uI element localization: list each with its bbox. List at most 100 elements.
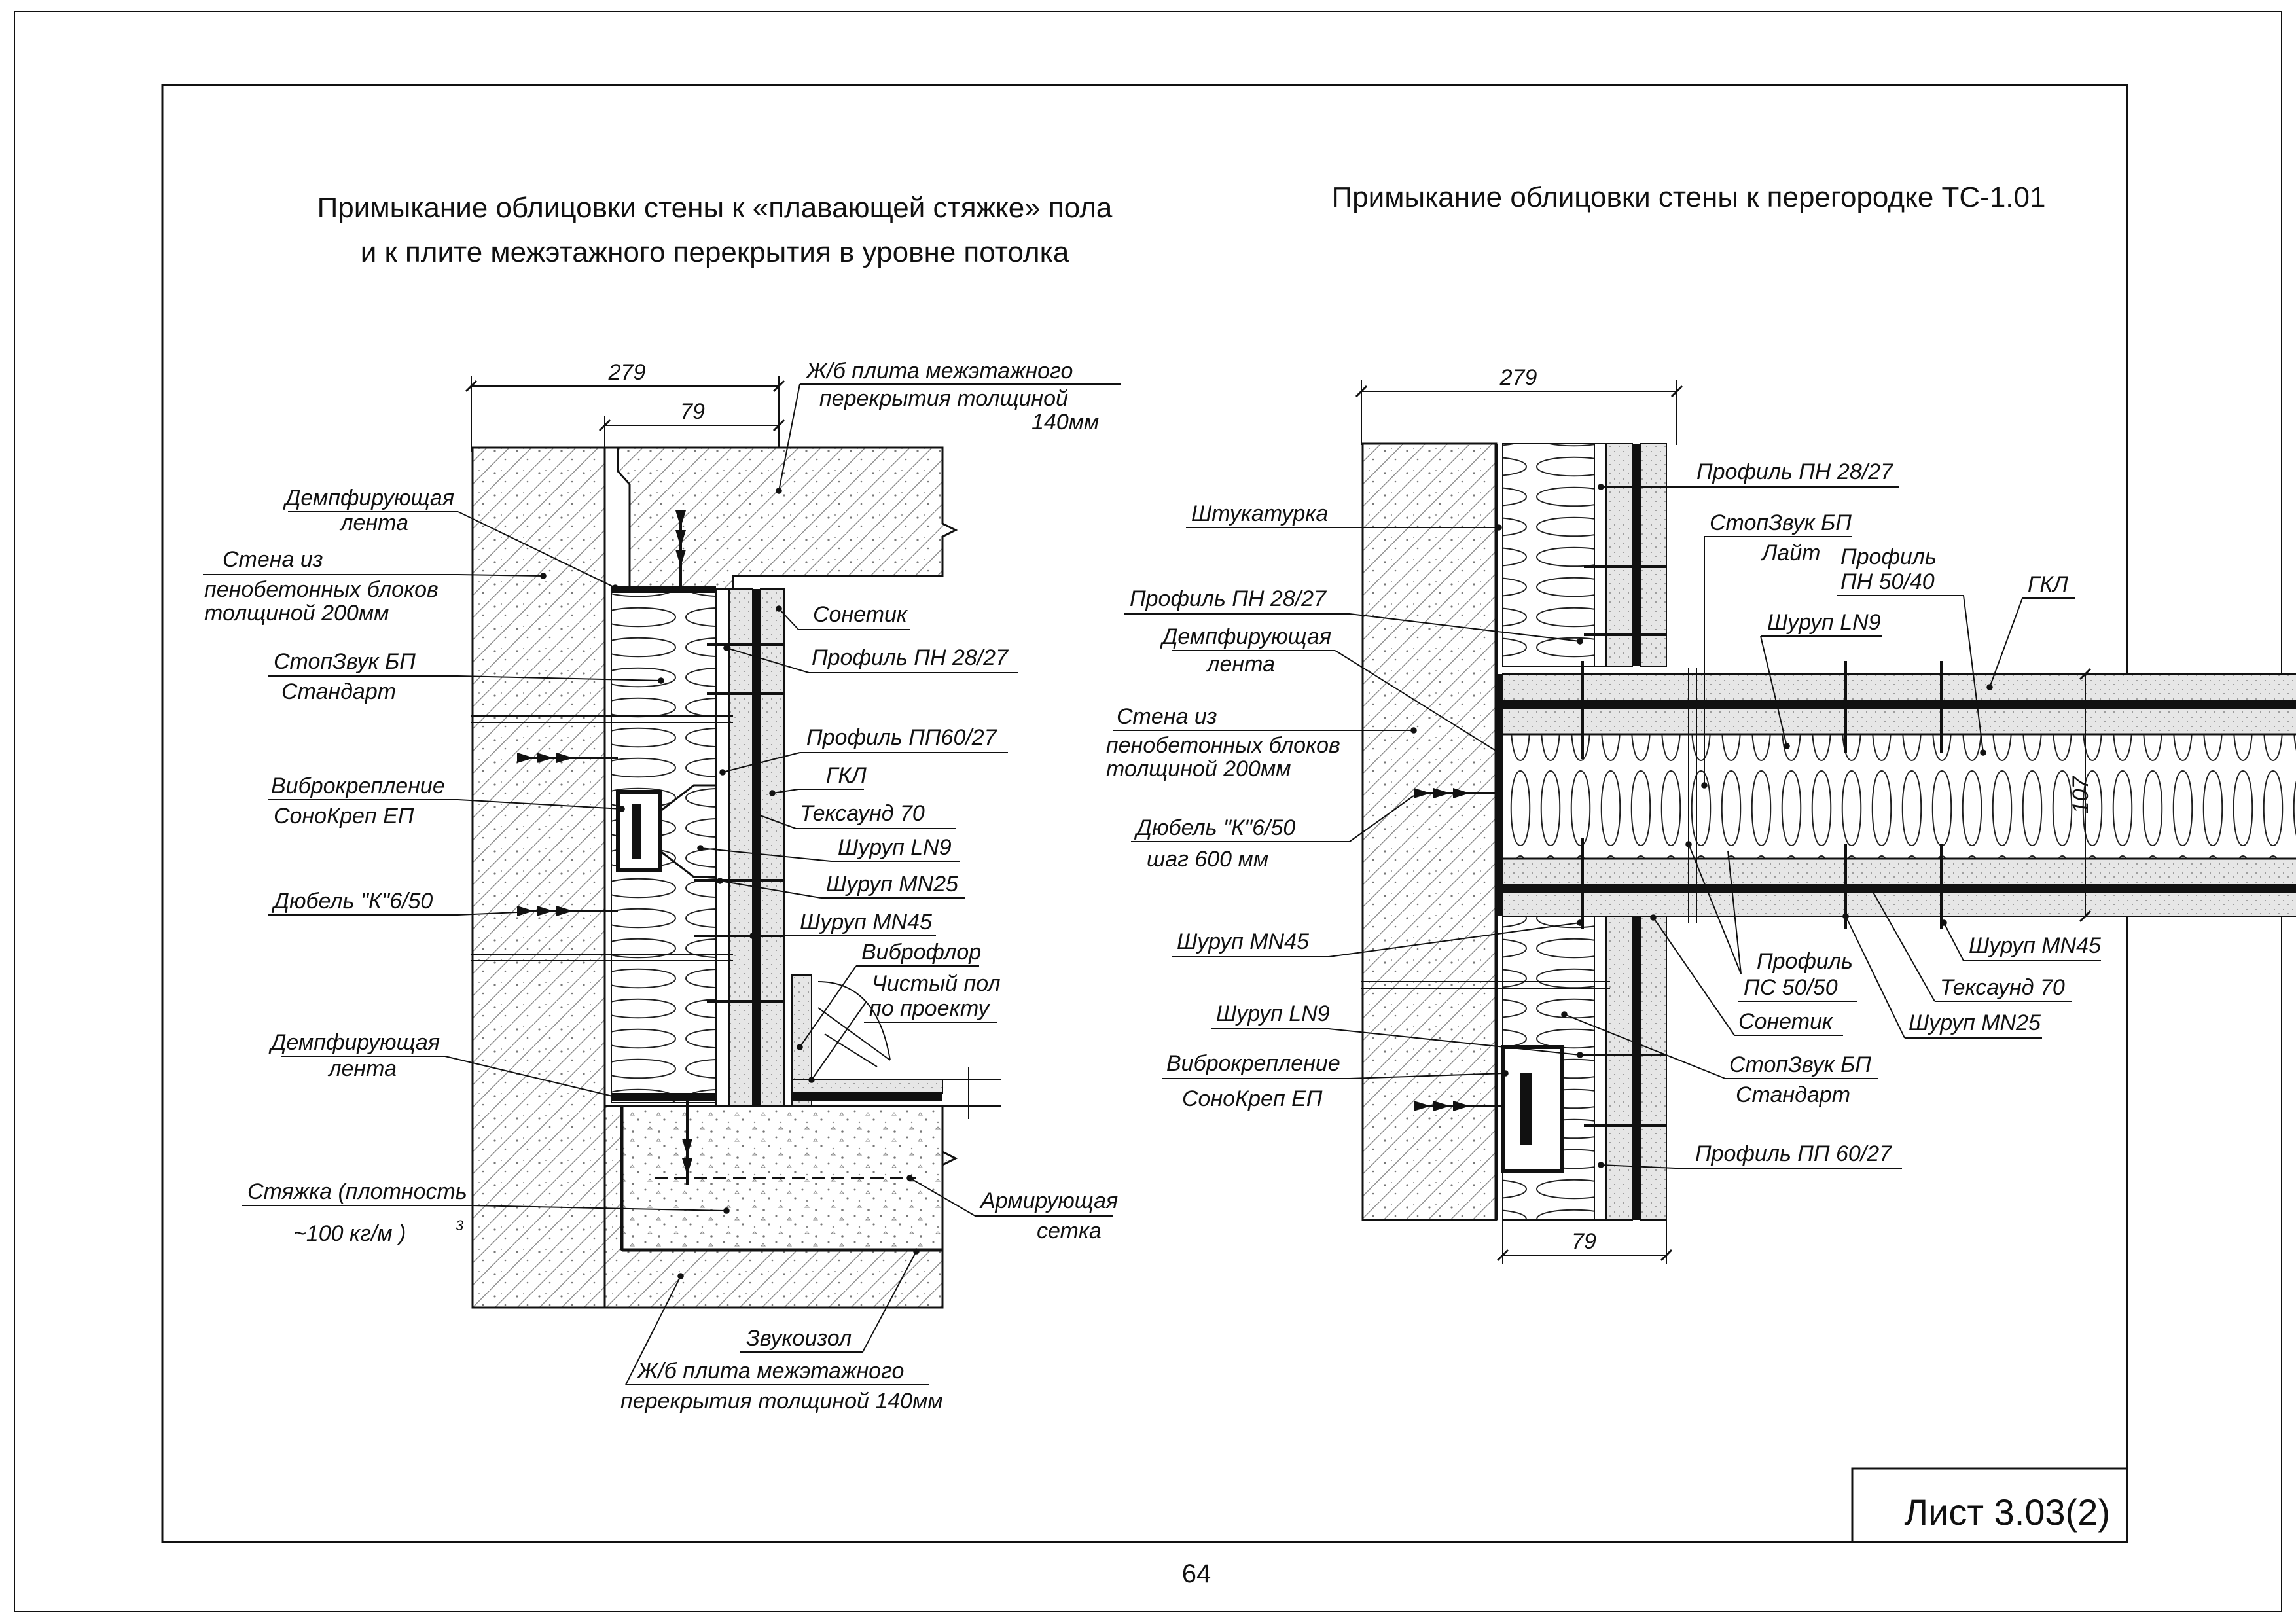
- left-label-vibro: Виброкрепление СоноКреп ЕП: [268, 774, 625, 829]
- svg-text:Тексаунд 70: Тексаунд 70: [800, 801, 925, 826]
- svg-text:~100 кг/м ): ~100 кг/м ): [293, 1221, 406, 1246]
- right-label-profile-pn-top: Профиль ПН 28/27: [1598, 459, 1899, 490]
- right-partition: [1502, 668, 2296, 923]
- left-label-vibroflor: Виброфлор: [797, 940, 981, 1050]
- page-number: 64: [1182, 1560, 1211, 1588]
- left-label-screw-mn45: Шуруп MN45: [749, 910, 936, 939]
- right-label-profile-ps: Профиль ПС 50/50: [1685, 841, 1857, 1002]
- svg-text:Тексаунд 70: Тексаунд 70: [1940, 975, 2065, 1000]
- left-label-screed: Стяжка (плотность ~100 кг/м ) 3: [242, 1179, 730, 1246]
- left-label-screw-ln9: Шуруп LN9: [697, 835, 960, 862]
- right-insulation-upper: [1502, 443, 1595, 667]
- left-label-gkl: ГКЛ: [769, 763, 867, 796]
- left-label-dowel: Дюбель "К"6/50: [268, 889, 518, 916]
- svg-text:Профиль ПП 60/27: Профиль ПП 60/27: [1695, 1141, 1892, 1166]
- svg-text:Ж/б плита межэтажного: Ж/б плита межэтажного: [636, 1359, 904, 1383]
- svg-text:Стена из: Стена из: [223, 547, 323, 572]
- right-damper: [1496, 674, 1503, 916]
- left-label-slab-top: Ж/б плита межэтажного перекрытия толщино…: [776, 359, 1121, 494]
- svg-text:3: 3: [456, 1217, 464, 1234]
- left-damper-top: [611, 586, 716, 592]
- svg-text:Чистый пол: Чистый пол: [872, 971, 1001, 996]
- left-label-stopzvuk: СтопЗвук БП Стандарт: [268, 649, 664, 704]
- left-vibroflor: [791, 1079, 943, 1094]
- svg-text:по проекту: по проекту: [869, 996, 991, 1021]
- svg-text:79: 79: [680, 399, 705, 424]
- svg-text:Стена из: Стена из: [1117, 704, 1217, 729]
- right-label-screw-mn45-right: Шуруп MN45: [1941, 919, 2101, 961]
- svg-text:ГКЛ: ГКЛ: [826, 763, 867, 788]
- svg-text:толщиной 200мм: толщиной 200мм: [1106, 757, 1291, 781]
- right-dimension-lining: 79: [1496, 1220, 1673, 1264]
- svg-text:Профиль ПН 28/27: Профиль ПН 28/27: [812, 645, 1009, 670]
- sheet-number: Лист 3.03(2): [1904, 1491, 2110, 1533]
- svg-text:Дюбель "К"6/50: Дюбель "К"6/50: [1134, 815, 1295, 840]
- left-upper-slab: [605, 446, 958, 590]
- svg-text:СоноКреп ЕП: СоноКреп ЕП: [274, 804, 414, 829]
- svg-text:279: 279: [608, 360, 646, 385]
- svg-text:Виброфлор: Виброфлор: [861, 940, 981, 965]
- left-label-teksaund: Тексаунд 70: [753, 801, 956, 829]
- right-label-screw-mn45-left: Шуруп MN45: [1172, 919, 1583, 957]
- right-label-screw-ln9-top: Шуруп LN9: [1760, 610, 1882, 749]
- left-label-zvukoizol: Звукоизол: [740, 1248, 920, 1353]
- svg-text:Шуруп LN9: Шуруп LN9: [1216, 1001, 1330, 1026]
- right-label-sonetik: Сонетик: [1650, 914, 1843, 1036]
- left-dimension-overall: 279: [465, 360, 785, 452]
- title-block: [1851, 1467, 2128, 1543]
- svg-text:Демпфирующая: Демпфирующая: [1159, 624, 1331, 649]
- svg-text:Лайт: Лайт: [1761, 541, 1820, 565]
- svg-text:перекрытия толщиной: перекрытия толщиной: [819, 386, 1068, 411]
- right-masonry-wall: [1361, 442, 1498, 1221]
- svg-text:Звукоизол: Звукоизол: [746, 1326, 852, 1351]
- svg-text:толщиной 200мм: толщиной 200мм: [204, 601, 389, 626]
- svg-text:140мм: 140мм: [1031, 410, 1099, 435]
- svg-text:СоноКреп ЕП: СоноКреп ЕП: [1182, 1086, 1323, 1111]
- svg-text:79: 79: [1571, 1229, 1596, 1254]
- svg-text:Виброкрепление: Виброкрепление: [271, 774, 445, 798]
- right-label-profile-pn50: Профиль ПН 50/40: [1837, 544, 1986, 756]
- svg-text:СтопЗвук БП: СтопЗвук БП: [1710, 510, 1852, 535]
- svg-text:Профиль ПП60/27: Профиль ПП60/27: [806, 725, 997, 750]
- left-label-mesh: Армирующая сетка: [906, 1175, 1118, 1243]
- svg-text:107: 107: [2068, 776, 2093, 814]
- right-label-vibro: Виброкрепление СоноКреп ЕП: [1162, 1051, 1509, 1111]
- svg-text:перекрытия толщиной 140мм: перекрытия толщиной 140мм: [620, 1389, 943, 1414]
- left-label-screw-mn25: Шуруп MN25: [717, 872, 965, 899]
- svg-text:Армирующая: Армирующая: [979, 1188, 1118, 1213]
- left-label-damper-top: Демпфирующая лента: [282, 486, 619, 591]
- left-title-line1: Примыкание облицовки стены к «плавающей …: [317, 192, 1113, 224]
- right-label-teksaund: Тексаунд 70: [1869, 887, 2072, 1002]
- svg-text:Дюбель "К"6/50: Дюбель "К"6/50: [271, 889, 433, 914]
- svg-text:пенобетонных блоков: пенобетонных блоков: [1106, 733, 1340, 758]
- svg-text:СтопЗвук БП: СтопЗвук БП: [274, 649, 416, 674]
- svg-text:Шуруп MN45: Шуруп MN45: [1969, 933, 2101, 958]
- svg-text:Штукатурка: Штукатурка: [1191, 501, 1328, 526]
- right-label-stopzvuk-std: СтопЗвук БП Стандарт: [1561, 1011, 1878, 1107]
- svg-text:Сонетик: Сонетик: [1738, 1009, 1834, 1034]
- svg-text:Шуруп MN25: Шуруп MN25: [1909, 1010, 2041, 1035]
- left-profile-pp: [715, 588, 730, 1107]
- right-label-profile-pp: Профиль ПП 60/27: [1598, 1141, 1902, 1169]
- right-label-stopzvuk-lite: СтопЗвук БП Лайт: [1701, 510, 1852, 789]
- svg-text:Профиль ПН 28/27: Профиль ПН 28/27: [1696, 459, 1893, 484]
- left-teksaund: [753, 589, 761, 1106]
- left-gkl-2: [760, 588, 785, 1107]
- right-vibro-mount: [1501, 1045, 1564, 1173]
- svg-text:Шуруп MN45: Шуруп MN45: [1177, 929, 1309, 954]
- right-detail: Примыкание облицовки стены к перегородке…: [1106, 181, 2296, 1264]
- svg-text:лента: лента: [1206, 652, 1275, 677]
- svg-text:пенобетонных блоков: пенобетонных блоков: [204, 577, 439, 602]
- svg-text:ПС 50/50: ПС 50/50: [1744, 975, 1838, 1000]
- svg-text:Шуруп MN25: Шуруп MN25: [826, 872, 958, 897]
- right-dimension-partition: 107: [2055, 668, 2094, 923]
- right-title: Примыкание облицовки стены к перегородке…: [1332, 181, 2046, 213]
- right-fasteners: [1414, 565, 1943, 1127]
- svg-text:Демпфирующая: Демпфирующая: [282, 486, 454, 510]
- left-detail: Примыкание облицовки стены к «плавающей …: [203, 192, 1121, 1414]
- svg-text:Шуруп LN9: Шуруп LN9: [1767, 610, 1881, 635]
- left-label-profile-pn: Профиль ПН 28/27: [723, 645, 1018, 673]
- svg-text:Стандарт: Стандарт: [281, 679, 396, 704]
- left-gkl-1: [728, 588, 753, 1107]
